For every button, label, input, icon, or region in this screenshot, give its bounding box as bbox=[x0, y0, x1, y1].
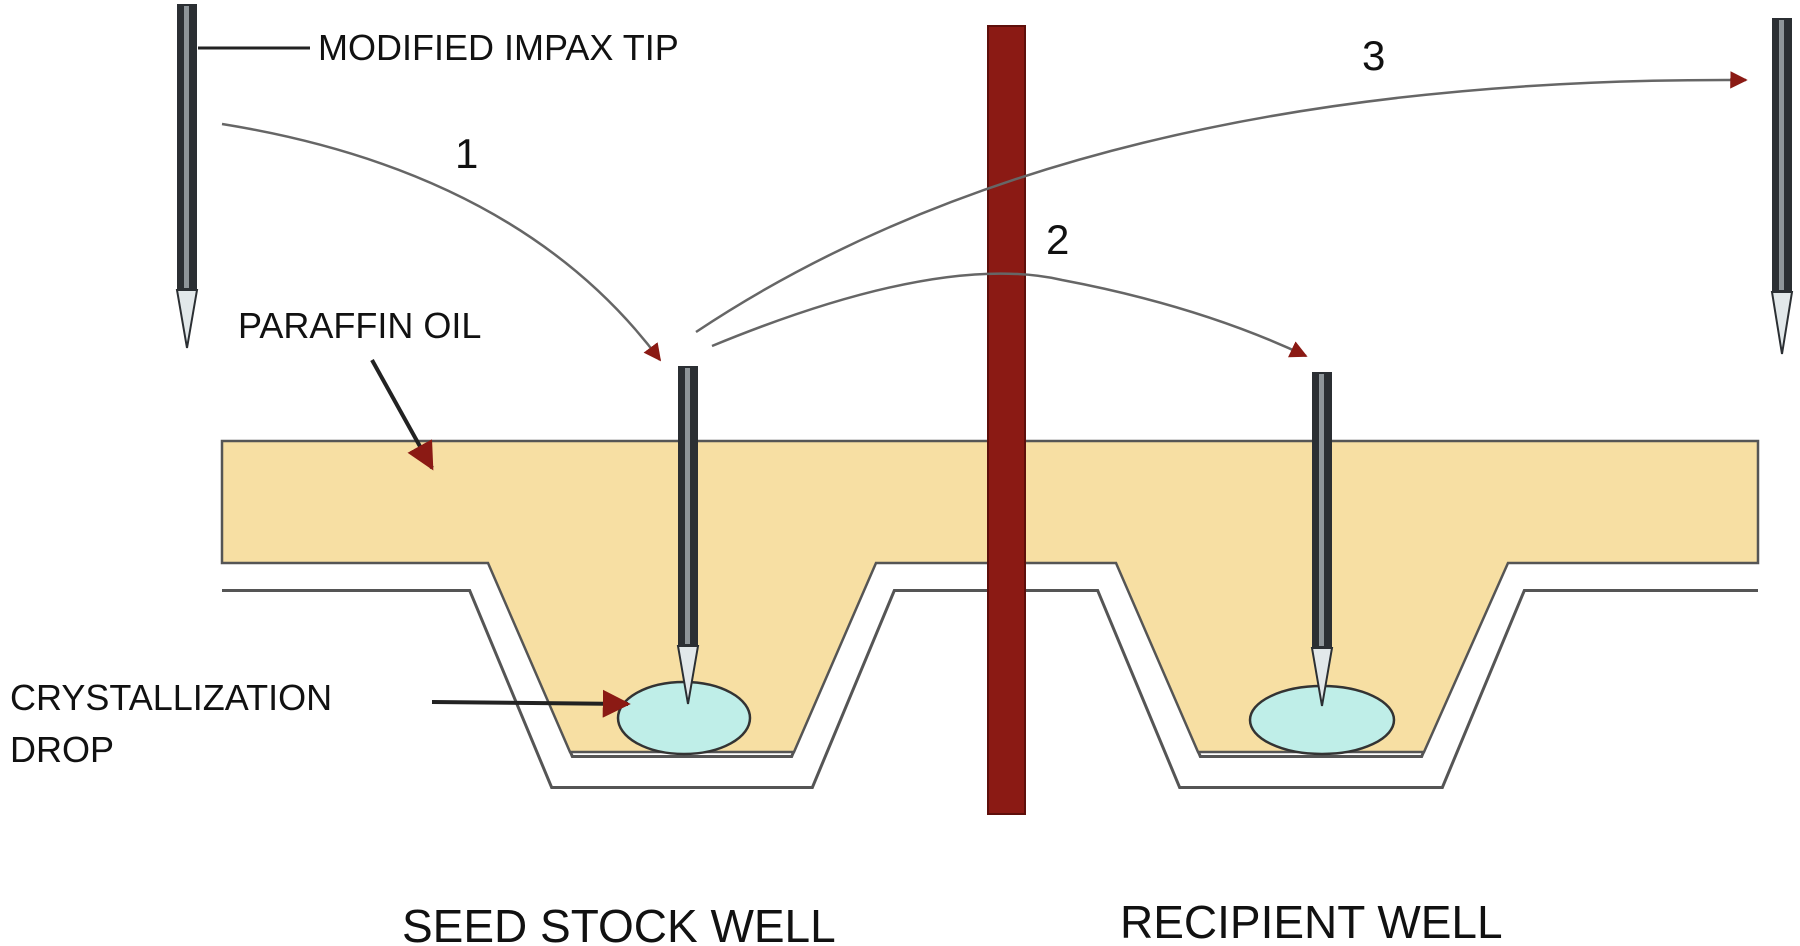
recipient-well-label: RECIPIENT WELL bbox=[1120, 896, 1503, 946]
oil-label: PARAFFIN OIL bbox=[238, 305, 481, 346]
step-3-number: 3 bbox=[1362, 32, 1385, 79]
step-2-arrow bbox=[711, 272, 1308, 358]
drop-label-line1: CRYSTALLIZATION bbox=[10, 677, 332, 718]
step-1-number: 1 bbox=[455, 130, 478, 177]
tip-label: MODIFIED IMPAX TIP bbox=[318, 27, 679, 68]
seed-well-label: SEED STOCK WELL bbox=[402, 900, 836, 946]
seed-crystallization-drop bbox=[616, 680, 752, 756]
step-2-number: 2 bbox=[1046, 216, 1069, 263]
tip-seed-well-icon bbox=[676, 366, 700, 705]
drop-label-arrow bbox=[431, 689, 631, 718]
tip-top-left-icon bbox=[175, 4, 199, 349]
step-3-arrow bbox=[695, 71, 1748, 334]
tip-top-right-icon bbox=[1770, 18, 1794, 355]
paraffin-oil-layer bbox=[220, 439, 1760, 754]
well-divider-bar bbox=[987, 25, 1026, 815]
tip-recipient-well-icon bbox=[1310, 372, 1334, 707]
drop-label-line2: DROP bbox=[10, 729, 114, 770]
oil-label-arrow bbox=[370, 359, 434, 471]
step-1-arrow bbox=[221, 122, 662, 362]
